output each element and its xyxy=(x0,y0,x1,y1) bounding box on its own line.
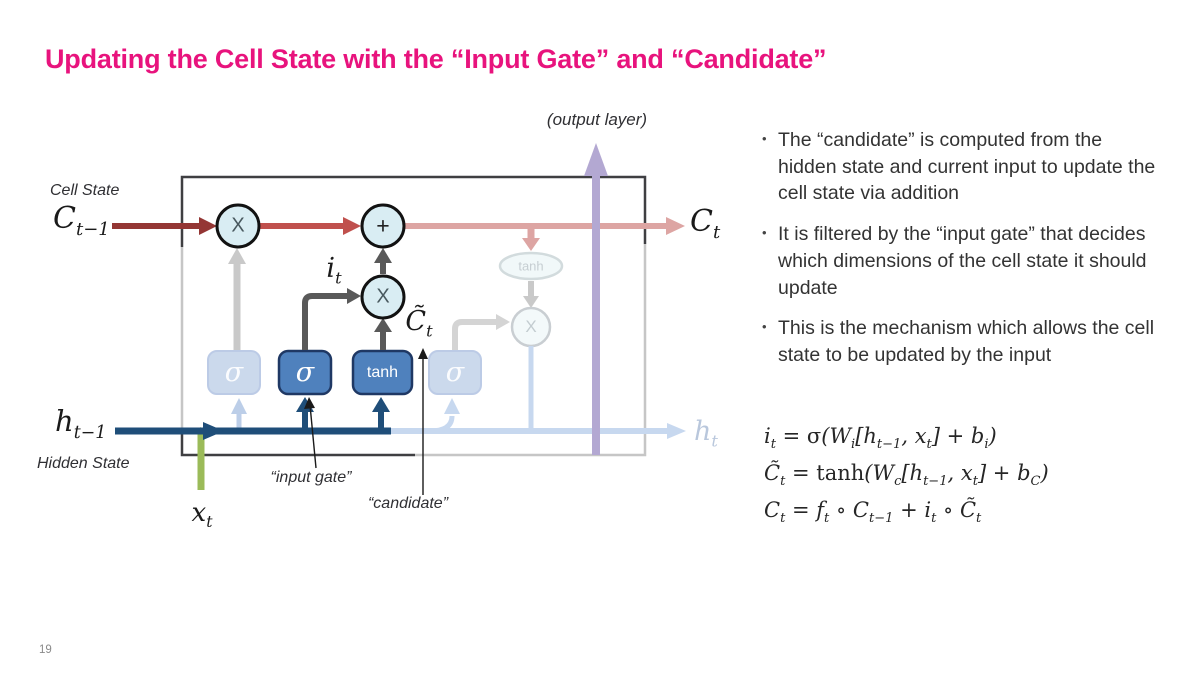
bullet-list: • The “candidate” is computed from the h… xyxy=(762,127,1166,383)
cell-box-faded-border xyxy=(415,244,647,457)
equation-block: it = σ(Wi[ht−1, xt] + bi) C̃t = tanh(Wc[… xyxy=(764,424,1049,536)
cell-line-pink-head xyxy=(666,217,685,235)
c-next-label: Ct xyxy=(690,204,721,243)
bullet-text: This is the mechanism which allows the c… xyxy=(778,317,1155,366)
output-gate-elbow-head xyxy=(496,314,510,330)
equation-cell-update: Ct = ft ∘ Ct−1 + it ∘ C̃t xyxy=(764,498,982,527)
sigma3-gate: σ xyxy=(429,351,481,394)
bullet-item: • The “candidate” is computed from the h… xyxy=(762,127,1166,207)
tanh-glyph: tanh xyxy=(366,363,399,381)
sigma1-gate: σ xyxy=(208,351,260,394)
input-multiply-circle xyxy=(360,274,406,320)
tanh-box xyxy=(351,349,414,396)
bullet-marker: • xyxy=(762,319,767,335)
branch-sigma1-head xyxy=(231,398,247,414)
sigma3-box xyxy=(428,350,482,395)
sigma2-box xyxy=(277,349,333,396)
input-gate-pointer-head xyxy=(304,397,315,409)
bullet-item: • It is filtered by the “input gate” tha… xyxy=(762,221,1166,301)
cell-branch-head xyxy=(522,238,540,251)
sigma2-glyph: σ xyxy=(295,357,315,388)
output-gate-elbow xyxy=(452,319,497,352)
bullet-marker: • xyxy=(762,225,767,241)
c-prev-label: Ct−1 xyxy=(53,201,110,240)
i-t-label: it xyxy=(326,253,342,288)
h-prev-label: ht−1 xyxy=(55,404,107,443)
cell-line-dark-red-head xyxy=(199,217,217,235)
branch-sigma3-elbow xyxy=(429,415,455,434)
bullet-marker: • xyxy=(762,131,767,146)
branch-sigma3-head xyxy=(444,398,460,414)
sigma1-glyph: σ xyxy=(224,357,244,388)
sigma3-glyph: σ xyxy=(445,357,465,388)
hidden-line-navy-head xyxy=(203,422,224,440)
multiply2-to-add-head xyxy=(374,248,392,263)
sigma2-gate: σ xyxy=(279,351,331,394)
forget-multiply-glyph: X xyxy=(231,214,245,237)
c-tilde-label: C̃t xyxy=(405,306,433,341)
output-layer-label: (output layer) xyxy=(546,110,648,129)
hidden-state-label: Hidden State xyxy=(37,455,130,472)
tanhbox-to-multiply2-head xyxy=(374,318,392,332)
candidate-pointer-head xyxy=(418,348,428,359)
forget-arrow-head xyxy=(228,248,246,264)
input-gate-elbow xyxy=(302,293,348,350)
input-gate-label: “input gate” xyxy=(270,469,352,486)
output-tanh-ellipse xyxy=(498,251,564,281)
cell-line-red-head xyxy=(343,217,361,235)
cell-box-dark-corner xyxy=(180,428,415,457)
output-tanh-glyph: tanh xyxy=(518,258,544,274)
forget-multiply-circle xyxy=(215,203,261,249)
input-gate-pointer-line xyxy=(309,404,317,469)
add-glyph: + xyxy=(376,212,390,239)
add-circle xyxy=(360,203,406,249)
input-gate-elbow-head xyxy=(347,288,361,304)
cell-box-dark-border xyxy=(180,175,647,247)
slide-title: Updating the Cell State with the “Input … xyxy=(45,44,827,74)
output-layer-arrow-head xyxy=(584,143,608,176)
bullet-text: The “candidate” is computed from the hid… xyxy=(778,129,1156,205)
branch-tanhbox-head xyxy=(372,397,390,412)
cell-state-label: Cell State xyxy=(50,182,120,199)
candidate-label: “candidate” xyxy=(367,495,449,512)
output-multiply-glyph: X xyxy=(525,317,537,336)
bullet-text: It is filtered by the “input gate” that … xyxy=(778,223,1147,299)
input-multiply-glyph: X xyxy=(376,285,390,308)
page-number: 19 xyxy=(39,644,52,656)
equation-candidate: C̃t = tanh(Wc[ht−1, xt] + bC) xyxy=(764,461,1049,490)
sigma1-box xyxy=(207,350,261,395)
equation-input-gate: it = σ(Wi[ht−1, xt] + bi) xyxy=(764,424,997,453)
bullet-item: • This is the mechanism which allows the… xyxy=(762,315,1166,368)
tanh-to-multiply-head xyxy=(523,296,539,308)
h-next-label: ht xyxy=(694,416,718,451)
tanh-gate: tanh xyxy=(353,351,412,394)
hidden-line-faded-head xyxy=(667,423,686,439)
x-t-label: xt xyxy=(191,498,213,532)
